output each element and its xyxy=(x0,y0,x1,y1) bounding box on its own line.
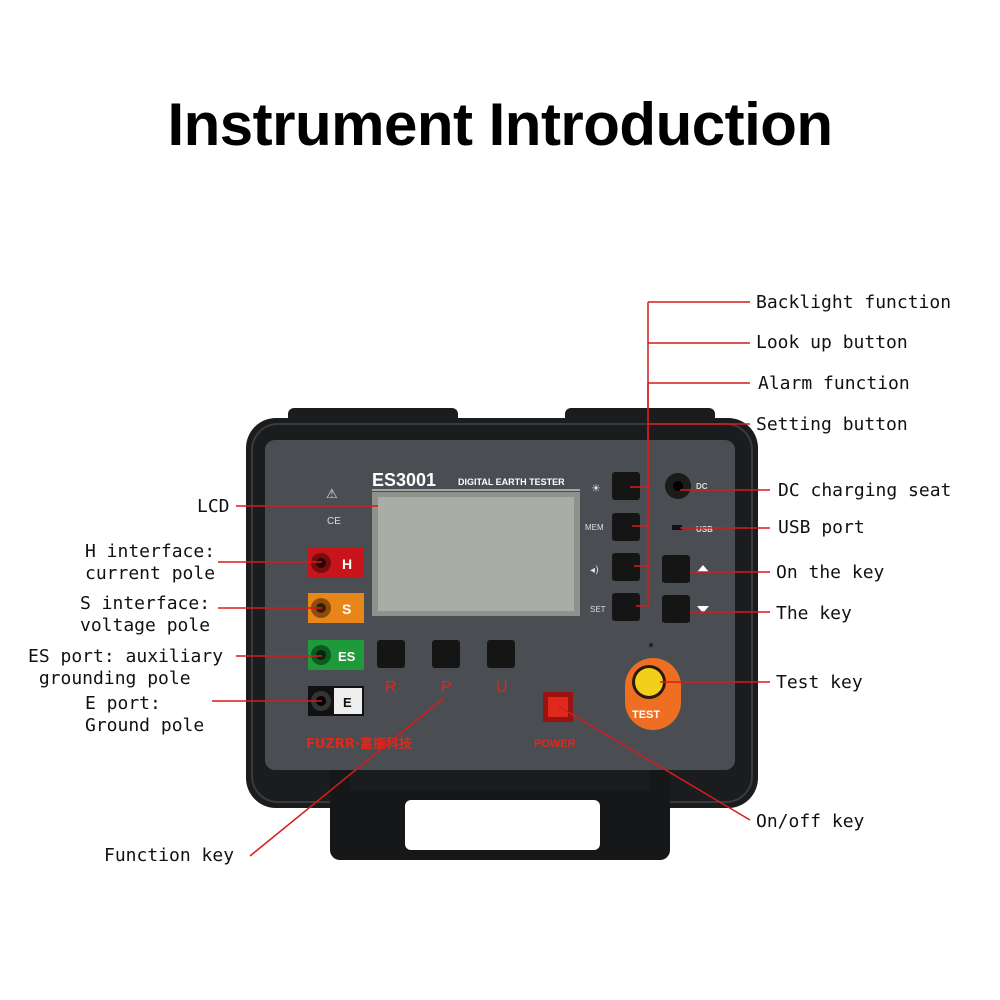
set-label: SET xyxy=(590,605,606,614)
callout-onoff: On/off key xyxy=(756,811,865,832)
function-key-p-label: P xyxy=(441,679,452,696)
up-key[interactable] xyxy=(662,555,690,583)
lookup-button[interactable] xyxy=(612,513,640,541)
alarm-icon: ◂) xyxy=(590,565,599,576)
callout-down-key: The key xyxy=(776,603,852,624)
callout-e-port: E port: Ground pole xyxy=(85,693,205,736)
port-h[interactable]: H xyxy=(308,548,364,578)
down-key[interactable] xyxy=(662,595,690,623)
leader-lines xyxy=(212,301,770,857)
model-label: ES3001 xyxy=(372,470,436,490)
usb-label: USB xyxy=(696,525,713,534)
callout-lcd: LCD xyxy=(197,496,230,517)
test-label: TEST xyxy=(632,709,660,721)
callout-setting: Setting button xyxy=(756,414,908,435)
backlight-button[interactable] xyxy=(612,472,640,500)
power-label: POWER xyxy=(534,738,576,750)
page-title: Instrument Introduction xyxy=(167,91,833,158)
backlight-icon: ☀ xyxy=(591,482,601,495)
function-key-u-label: U xyxy=(496,679,508,696)
port-es[interactable]: ES xyxy=(308,640,364,670)
callout-backlight: Backlight function xyxy=(756,292,952,313)
callout-s-interface: S interface: voltage pole xyxy=(80,593,211,636)
ce-mark: CE xyxy=(327,516,341,527)
setting-button[interactable] xyxy=(612,593,640,621)
function-key-u[interactable] xyxy=(487,640,515,668)
test-key[interactable] xyxy=(625,643,681,730)
function-keys: R P U xyxy=(377,640,515,696)
dc-label: DC xyxy=(696,482,708,491)
svg-text:S: S xyxy=(342,601,351,617)
callout-test: Test key xyxy=(776,672,863,693)
mem-label: MEM xyxy=(585,523,604,532)
lcd-screen xyxy=(372,492,580,616)
callout-h-interface: H interface: current pole xyxy=(85,541,216,584)
brand-label: FUZRR·富振科技 xyxy=(306,736,413,752)
down-arrow-icon xyxy=(697,606,709,613)
svg-text:E: E xyxy=(343,695,352,710)
power-button[interactable] xyxy=(543,692,573,722)
function-key-r[interactable] xyxy=(377,640,405,668)
svg-text:ES: ES xyxy=(338,649,356,664)
callout-lookup: Look up button xyxy=(756,332,908,353)
alarm-button[interactable] xyxy=(612,553,640,581)
svg-text:H: H xyxy=(342,556,352,572)
up-arrow-icon xyxy=(697,565,709,572)
callout-usb: USB port xyxy=(778,517,865,538)
callout-up-key: On the key xyxy=(776,562,885,583)
function-key-p[interactable] xyxy=(432,640,460,668)
callout-dc: DC charging seat xyxy=(778,480,952,501)
callout-alarm: Alarm function xyxy=(758,373,910,394)
function-key-r-label: R xyxy=(385,679,397,696)
usb-port[interactable] xyxy=(672,525,682,530)
warning-icon: ⚠ xyxy=(326,487,338,502)
device-subtitle: DIGITAL EARTH TESTER xyxy=(458,477,565,487)
callout-es-port: ES port: auxiliary grounding pole xyxy=(28,646,224,689)
callout-function-key: Function key xyxy=(104,845,235,866)
